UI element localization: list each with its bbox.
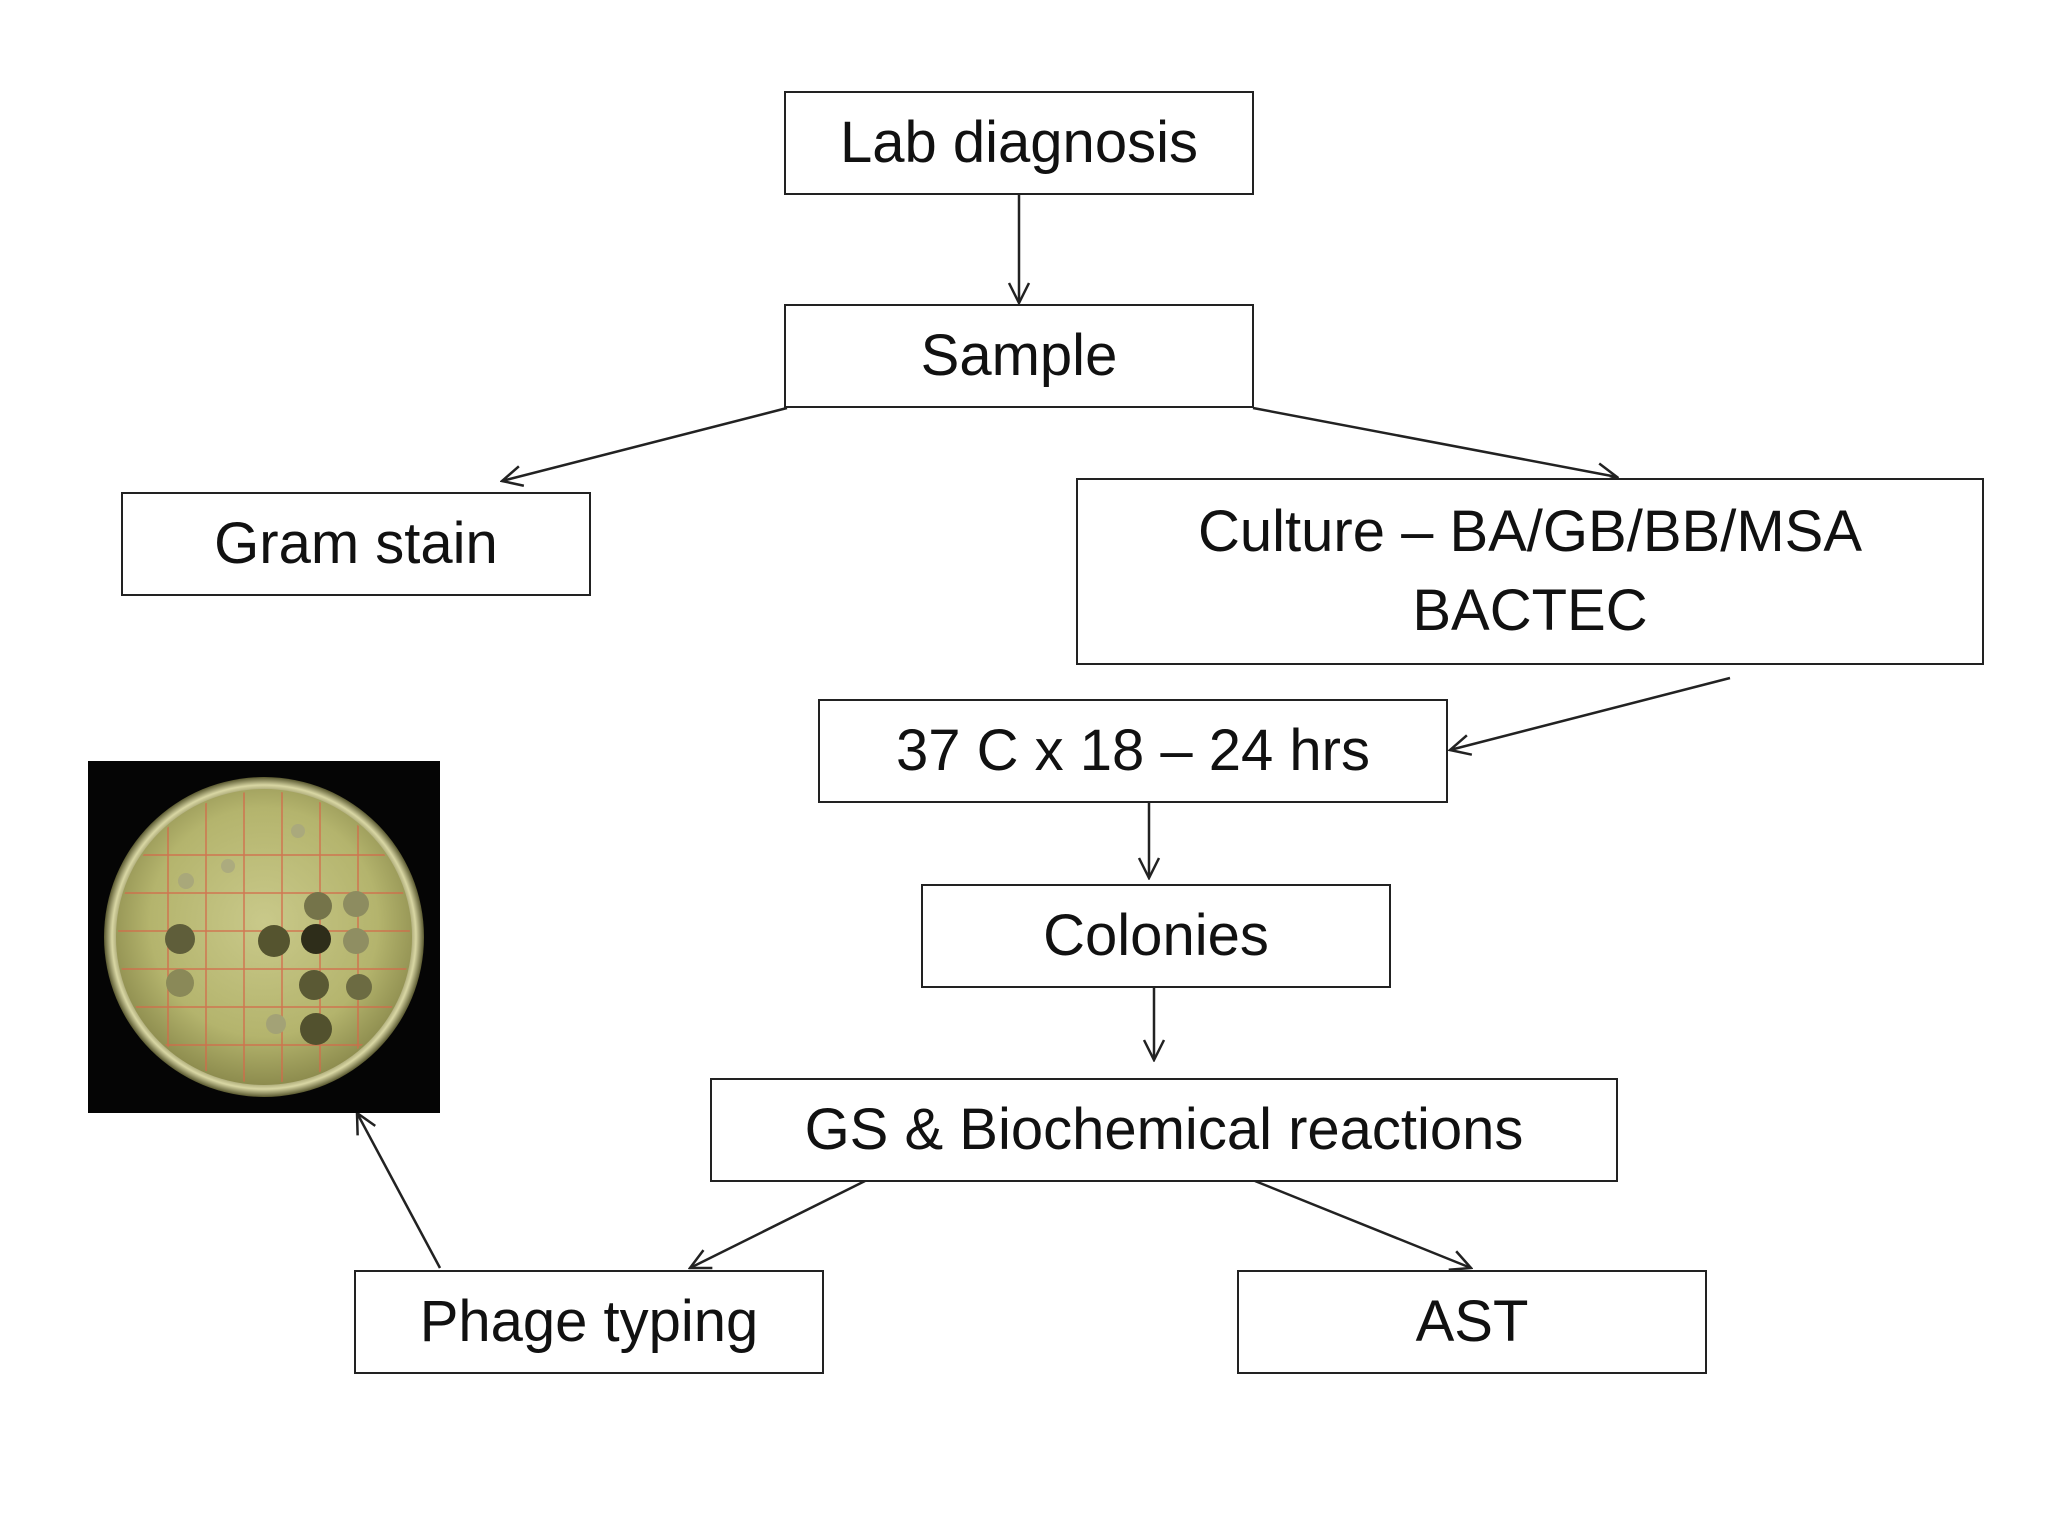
colonies-box: Colonies (921, 884, 1391, 988)
sample-box: Sample (784, 304, 1254, 408)
gs-biochemical-label: GS & Biochemical reactions (804, 1096, 1524, 1162)
lab-diagnosis-box: Lab diagnosis (784, 91, 1254, 195)
arrow-gs-to-phage (690, 1179, 866, 1268)
arrow-sample-to-gram (502, 406, 788, 481)
incubation-box: 37 C x 18 – 24 hrs (818, 699, 1448, 803)
gram-stain-box: Gram stain (121, 492, 591, 596)
arrow-culture-to-incubation (1450, 676, 1731, 750)
culture-label-line2: BACTEC (1412, 577, 1648, 643)
gs-biochemical-box: GS & Biochemical reactions (710, 1078, 1618, 1182)
phage-typing-label: Phage typing (419, 1288, 759, 1354)
arrow-gs-to-ast (1254, 1179, 1471, 1268)
gram-stain-label: Gram stain (214, 510, 498, 576)
ast-box: AST (1237, 1270, 1707, 1374)
culture-box: Culture – BA/GB/BB/MSA BACTEC (1076, 478, 1984, 665)
arrow-phage-to-plate (357, 1113, 442, 1269)
culture-label-line1: Culture – BA/GB/BB/MSA (1197, 499, 1863, 565)
colonies-label: Colonies (1043, 902, 1269, 968)
arrow-sample-to-culture (1252, 406, 1617, 477)
lab-diagnosis-label: Lab diagnosis (840, 109, 1198, 175)
phage-typing-box: Phage typing (354, 1270, 824, 1374)
incubation-label: 37 C x 18 – 24 hrs (896, 717, 1370, 783)
sample-label: Sample (920, 322, 1118, 388)
phage-typing-plate-image (88, 761, 440, 1113)
ast-label: AST (1415, 1288, 1529, 1354)
